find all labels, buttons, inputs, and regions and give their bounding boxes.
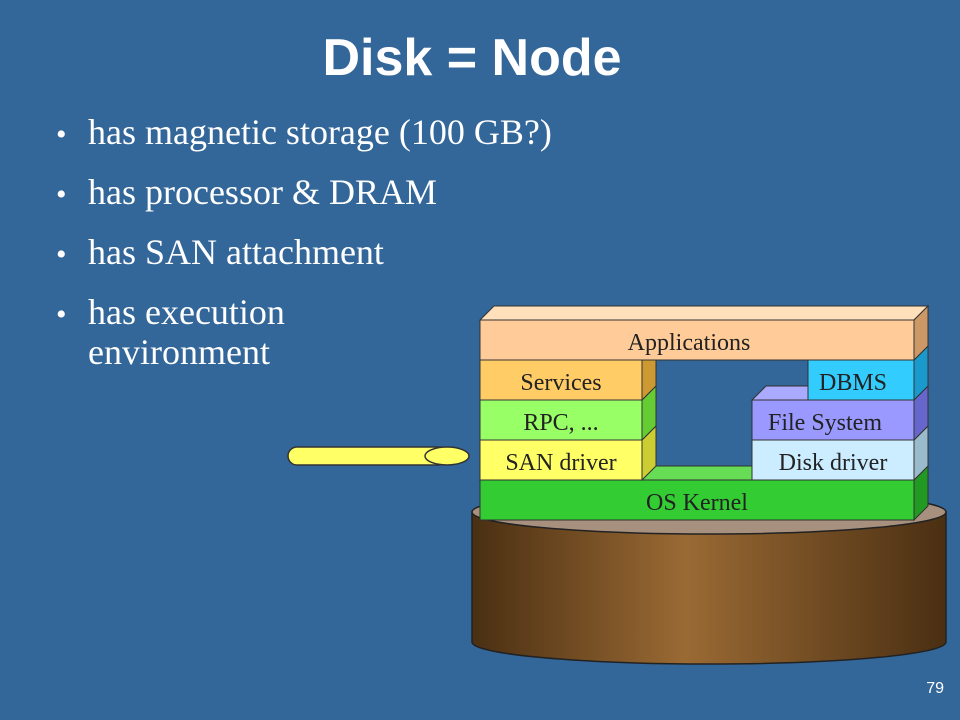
file-system-label: File System: [768, 410, 882, 436]
rpc-layer: RPC, ...: [479, 384, 657, 442]
bullet-icon: •: [56, 298, 67, 331]
bullet-text: has processor & DRAM: [88, 172, 437, 212]
bullet-icon: •: [56, 178, 67, 211]
disk-driver-layer: Disk driver: [751, 424, 929, 482]
san-driver-label: SAN driver: [505, 450, 616, 476]
os-kernel-label: OS Kernel: [646, 490, 748, 516]
applications-label: Applications: [628, 330, 751, 356]
bullet-icon: •: [56, 118, 67, 151]
rpc-label: RPC, ...: [523, 410, 598, 436]
bullet-text: has SAN attachment: [88, 232, 384, 272]
san-cable-icon: [287, 446, 470, 466]
bullet-item: • has processor & DRAM: [48, 172, 552, 212]
bullet-item: • has magnetic storage (100 GB?): [48, 112, 552, 152]
bullet-item: • has SAN attachment: [48, 232, 552, 272]
bullet-list: • has magnetic storage (100 GB?) • has pro…: [48, 112, 552, 372]
applications-layer: Applications: [478, 304, 930, 362]
slide-number: 79: [926, 680, 944, 697]
dbms-layer: DBMS: [807, 344, 929, 402]
disk-driver-label: Disk driver: [779, 450, 888, 476]
dbms-label: DBMS: [819, 370, 887, 396]
bullet-text: has execution environment: [88, 292, 285, 372]
slide-title: Disk = Node: [322, 29, 622, 87]
san-driver-layer: SAN driver: [479, 424, 657, 482]
bullet-item: • has execution environment: [48, 292, 408, 372]
services-layer: Services: [479, 359, 657, 402]
bullet-icon: •: [56, 238, 67, 271]
services-label: Services: [520, 370, 601, 396]
bullet-text: has magnetic storage (100 GB?): [88, 112, 552, 152]
